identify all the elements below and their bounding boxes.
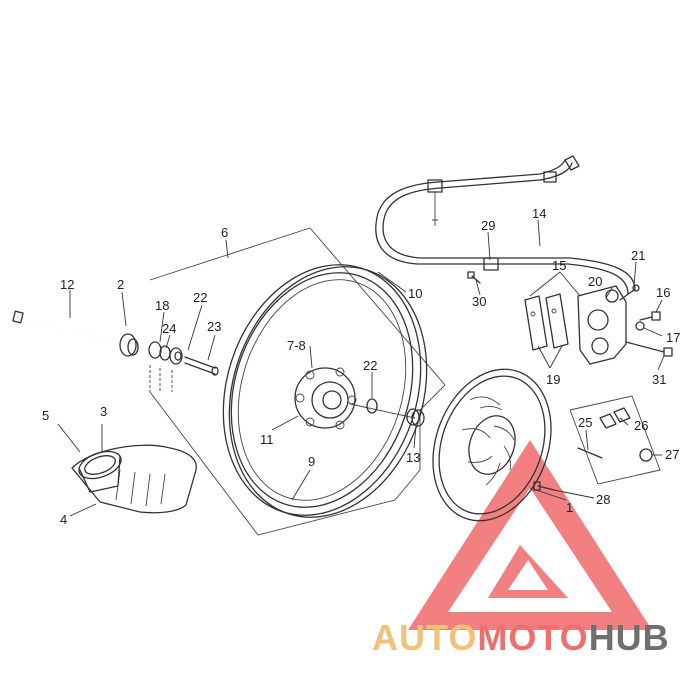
watermark-part-hub: HUB xyxy=(589,617,670,658)
wheel-rim xyxy=(222,264,428,518)
callout-10: 10 xyxy=(408,286,422,301)
bleed-screw xyxy=(619,284,640,301)
callout-5: 5 xyxy=(42,408,49,423)
wheel-hub xyxy=(294,367,416,430)
callout-2: 2 xyxy=(117,277,124,292)
svg-text:AUTOMOTOHUB: AUTOMOTOHUB xyxy=(372,617,670,658)
callout-31: 31 xyxy=(652,372,666,387)
callout-21: 21 xyxy=(631,248,645,263)
pad-hardware-inset xyxy=(569,395,661,485)
callout-19: 19 xyxy=(546,372,560,387)
callout-12: 12 xyxy=(60,277,74,292)
caliper-bolt-16 xyxy=(639,311,661,321)
watermark-part-auto: AUTO xyxy=(372,617,477,658)
hub-group-frame xyxy=(149,227,446,536)
watermark-wordmark: AUTOMOTOHUB xyxy=(372,617,670,658)
callout-leaders xyxy=(57,219,665,517)
bearing-right xyxy=(366,398,378,414)
callout-20: 20 xyxy=(588,274,602,289)
washer-17 xyxy=(635,321,645,331)
caliper-bolt-31 xyxy=(625,341,673,357)
callout-25: 25 xyxy=(578,415,592,430)
callout-6: 6 xyxy=(221,225,228,240)
callout-23: 23 xyxy=(207,319,221,334)
brake-caliper xyxy=(577,285,627,365)
callout-1: 1 xyxy=(566,500,573,515)
callout-13: 13 xyxy=(406,450,420,465)
brake-hose xyxy=(375,155,636,295)
callout-3: 3 xyxy=(100,404,107,419)
callout-4: 4 xyxy=(60,512,67,527)
callout-9: 9 xyxy=(308,454,315,469)
callout-29: 29 xyxy=(481,218,495,233)
watermark-part-moto: MOTO xyxy=(477,617,588,658)
callout-15: 15 xyxy=(552,258,566,273)
callout-17: 17 xyxy=(666,330,680,345)
callout-labels: 1 2 3 4 5 6 7-8 9 10 11 12 13 14 15 16 1… xyxy=(42,206,680,527)
callout-14: 14 xyxy=(532,206,546,221)
watermark-logo xyxy=(408,440,652,630)
callout-11: 11 xyxy=(260,432,274,447)
callout-28: 28 xyxy=(596,492,610,507)
dust-cover xyxy=(78,450,122,493)
callout-30: 30 xyxy=(472,294,486,309)
hose-clip xyxy=(467,257,499,284)
callout-24: 24 xyxy=(162,321,176,336)
brake-pads xyxy=(524,293,569,351)
callout-18: 18 xyxy=(155,298,169,313)
spacer-13 xyxy=(406,408,425,427)
callout-16: 16 xyxy=(656,285,670,300)
warning-triangle-icon xyxy=(408,440,652,630)
callout-27: 27 xyxy=(665,447,679,462)
callout-22a: 22 xyxy=(193,290,207,305)
callout-7-8: 7-8 xyxy=(287,338,306,353)
left-spacer-parts xyxy=(119,333,219,392)
front-axle xyxy=(12,310,121,344)
brake-disc xyxy=(432,368,552,522)
callout-26: 26 xyxy=(634,418,648,433)
callout-22b: 22 xyxy=(363,358,377,373)
